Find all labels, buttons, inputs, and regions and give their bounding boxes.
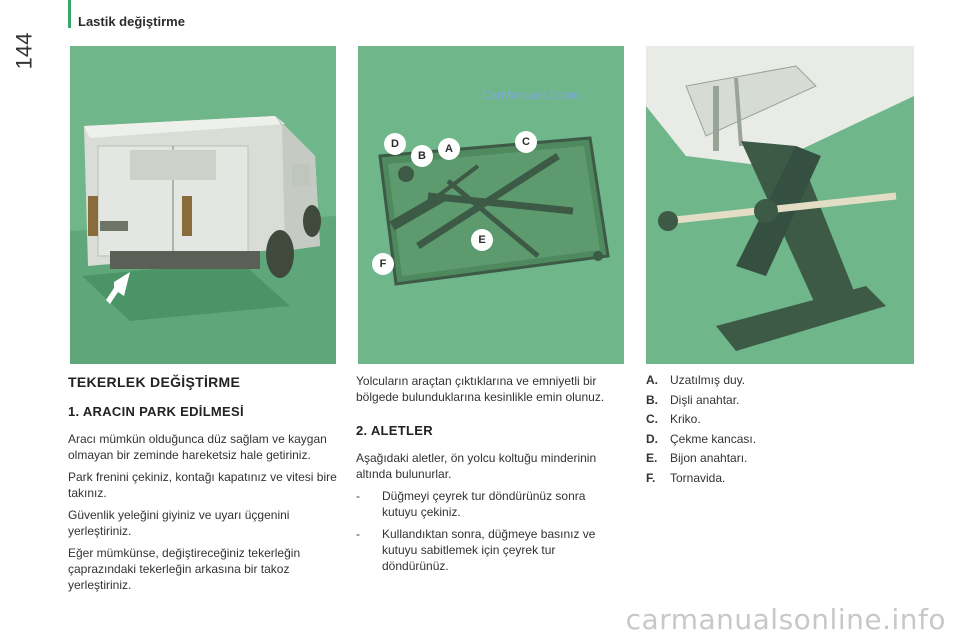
step-item: - Düğmeyi çeyrek tur döndürünüz sonra ku… [356,489,586,519]
park-vehicle-heading: 1. ARACIN PARK EDİLMESİ [68,404,244,419]
page-number: 144 [11,32,37,70]
tools-kit-illustration [358,46,624,364]
tool-label-a: A [438,138,460,160]
tools-heading: 2. ALETLER [356,423,433,438]
tools-location-text: Aşağıdaki aletler, ön yolcu koltuğu mind… [356,451,597,481]
tool-label-b: B [411,145,433,167]
section-title: Lastik değiştirme [78,14,185,29]
tool-label-e: E [471,229,493,251]
legend-item: F.Tornavida. [646,470,726,485]
safety-note: Yolcuların araçtan çıktıklarına ve emniy… [356,374,605,404]
legend-item: C.Kriko. [646,412,701,426]
tool-label-f: F [372,253,394,275]
legend-item: D.Çekme kancası. [646,431,757,446]
footer-watermark: carmanualsonline.info [625,603,946,636]
tools-section: Yolcuların araçtan çıktıklarına ve emniy… [356,368,616,574]
legend-item: B.Dişli anahtar. [646,392,740,407]
paragraph: Park frenini çekiniz, kontağı kapatınız … [68,470,337,500]
legend-item: E.Bijon anahtarı. [646,451,748,465]
tool-label-c: C [515,131,537,153]
tools-legend: A.Uzatılmış duy. B.Dişli anahtar. C.Krik… [646,371,906,488]
park-vehicle-section: TEKERLEK DEĞİŞTİRME 1. ARACIN PARK EDİLM… [68,368,340,599]
legend-item: A.Uzatılmış duy. [646,373,746,387]
jack-illustration [646,46,914,364]
paragraph: Aracı mümkün olduğunca düz sağlam ve kay… [68,432,327,462]
watermark-text: CarManuals2.com [482,88,580,102]
tool-label-d: D [384,133,406,155]
van-parking-illustration [70,46,336,364]
step-item: - Kullandıktan sonra, düğmeye basınız ve… [356,527,596,573]
paragraph: Eğer mümkünse, değiştireceğiniz tekerleğ… [68,546,301,592]
main-heading: TEKERLEK DEĞİŞTİRME [68,374,241,390]
paragraph: Güvenlik yeleğini giyiniz ve uyarı üçgen… [68,508,290,538]
header-accent-bar [68,0,71,28]
